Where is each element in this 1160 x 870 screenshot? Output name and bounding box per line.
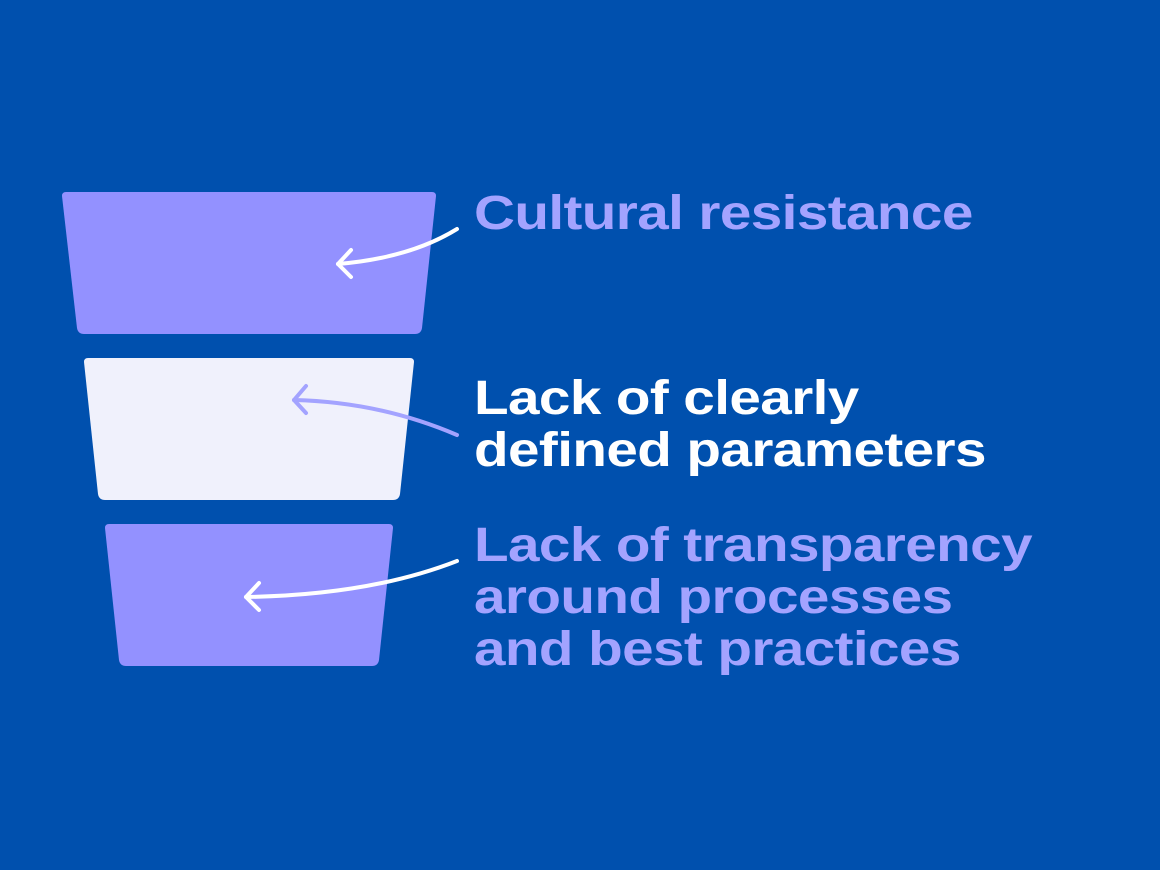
label-line: defined parameters (474, 424, 987, 477)
label-lack-of-parameters: Lack of clearly defined parameters (474, 372, 987, 477)
label-line: around processes (474, 571, 953, 624)
label-line: Lack of transparency (474, 519, 1033, 572)
label-line: Lack of clearly (474, 372, 859, 425)
label-cultural-resistance: Cultural resistance (474, 188, 973, 240)
funnel-tier-2 (84, 358, 414, 500)
label-line: Cultural resistance (474, 187, 973, 240)
arrow-icon-3 (244, 559, 459, 612)
arrow-icon-1 (336, 227, 459, 279)
arrow-icon-2 (292, 384, 459, 437)
label-lack-of-transparency: Lack of transparency around processes an… (474, 519, 1033, 676)
label-line: and best practices (474, 623, 961, 676)
funnel-tier-1 (62, 192, 436, 334)
